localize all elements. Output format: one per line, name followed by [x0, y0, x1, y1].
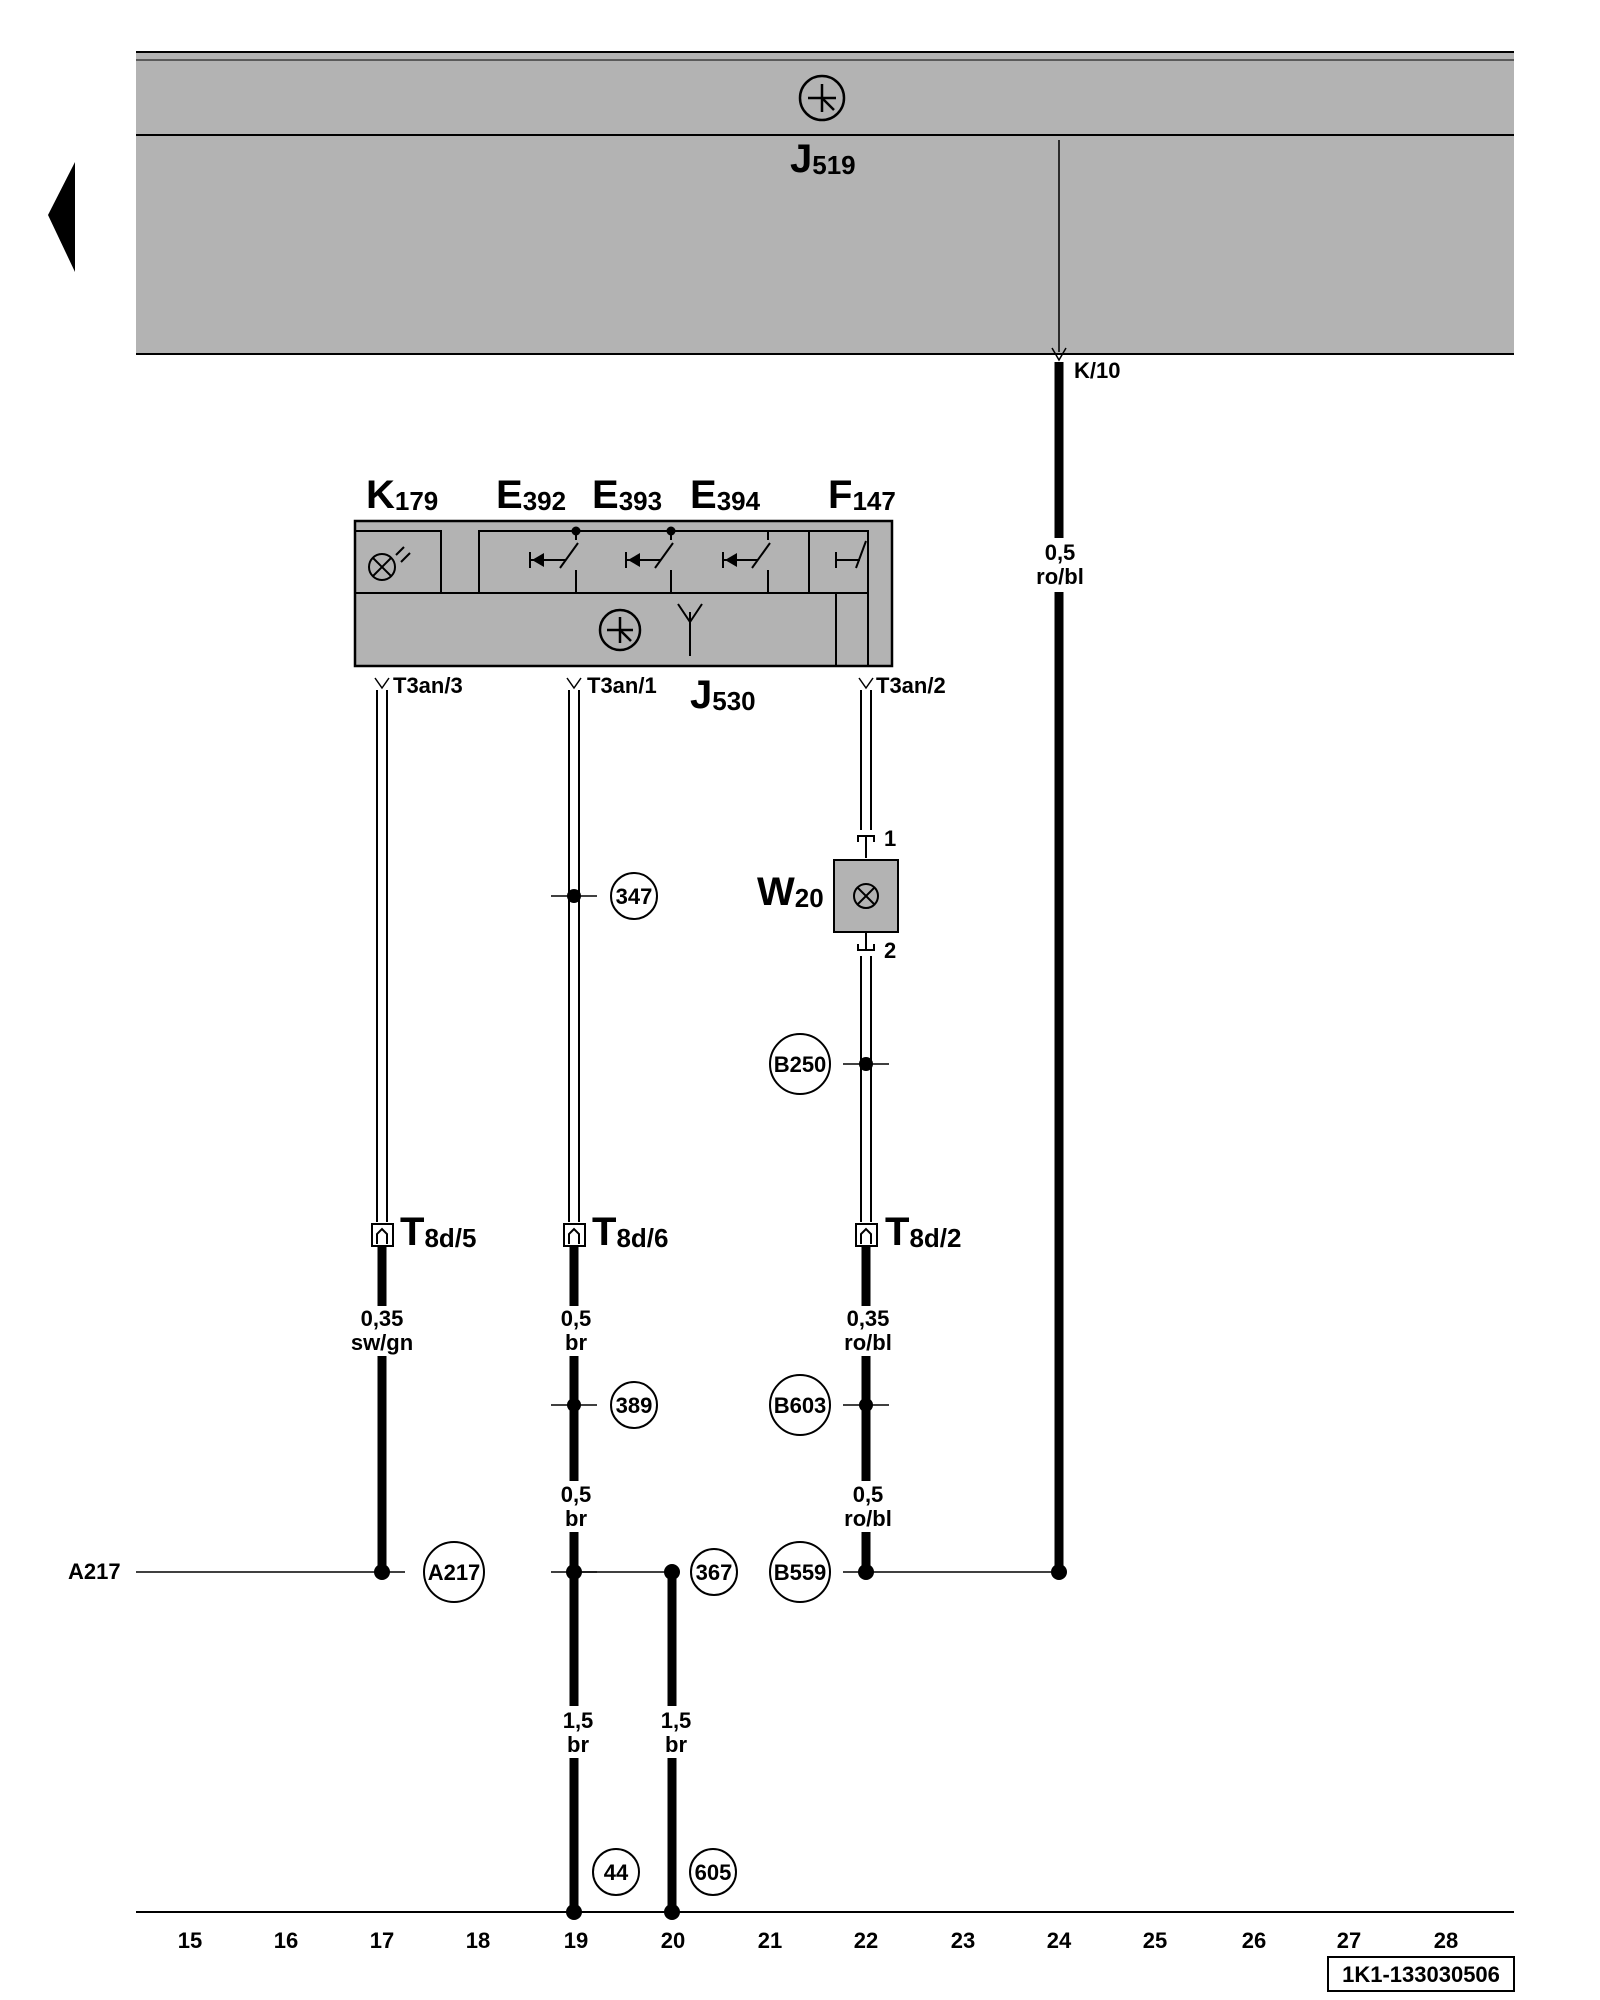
- column-number: 15: [178, 1928, 202, 1953]
- control-unit-icon: [798, 74, 846, 122]
- column-number: 17: [370, 1928, 394, 1953]
- column-number: 18: [466, 1928, 490, 1953]
- wire-size-col24: 0,5: [1045, 540, 1076, 565]
- ref-347[interactable]: 347: [610, 872, 658, 920]
- svg-text:389: 389: [616, 1393, 653, 1418]
- wire-size-col17: 0,35: [361, 1306, 404, 1331]
- wire-col17: [374, 677, 390, 1580]
- connector-t8d6: [563, 1223, 586, 1247]
- w20-pin2: 2: [884, 938, 896, 963]
- lamp-icon: [853, 883, 879, 909]
- diagram-id: 1K1-133030506: [1327, 1956, 1515, 1992]
- ref-B559[interactable]: B559: [769, 1541, 831, 1603]
- connector-t8d5-label: T8d/5: [400, 1210, 476, 1254]
- ref-389[interactable]: 389: [610, 1381, 658, 1429]
- pin-t3an3: T3an/3: [393, 673, 463, 698]
- wire-color-col24: ro/bl: [1036, 564, 1084, 589]
- wire-color-col22a: ro/bl: [844, 1330, 892, 1355]
- column-number: 21: [758, 1928, 782, 1953]
- control-unit-j519: J519: [136, 51, 1514, 355]
- column-number: 24: [1047, 1928, 1072, 1953]
- j530-label: J530: [690, 673, 756, 717]
- ref-B250[interactable]: B250: [769, 1033, 831, 1095]
- svg-text:B250: B250: [774, 1052, 827, 1077]
- column-number: 28: [1434, 1928, 1458, 1953]
- column-number: 22: [854, 1928, 878, 1953]
- column-number: 20: [661, 1928, 685, 1953]
- connector-t8d5: [371, 1223, 394, 1247]
- j519-label: J519: [790, 137, 856, 181]
- ref-A217[interactable]: A217: [423, 1541, 485, 1603]
- switch-icon: [835, 540, 869, 666]
- column-number: 26: [1242, 1928, 1266, 1953]
- k179-label: K179: [366, 473, 438, 517]
- column-number: 23: [951, 1928, 975, 1953]
- wire-size-col19a: 0,5: [561, 1306, 592, 1331]
- ref-367[interactable]: 367: [690, 1548, 738, 1596]
- wire-size-col22b: 0,5: [853, 1482, 884, 1507]
- f147-label: F147: [828, 473, 896, 517]
- wire-color-col17: sw/gn: [351, 1330, 413, 1355]
- wire-color-col20: br: [665, 1732, 687, 1757]
- svg-text:1K1-133030506: 1K1-133030506: [1342, 1962, 1500, 1987]
- svg-text:605: 605: [695, 1860, 732, 1885]
- pin-t3an2: T3an/2: [876, 673, 946, 698]
- e393-label: E393: [592, 473, 662, 517]
- pin-t3an1: T3an/1: [587, 673, 657, 698]
- ref-44[interactable]: 44: [592, 1848, 640, 1896]
- switch-icon: [625, 531, 674, 593]
- wire-color-col22b: ro/bl: [844, 1506, 892, 1531]
- nav-left-arrow-icon[interactable]: [48, 162, 75, 272]
- left-label-a217: A217: [68, 1559, 121, 1584]
- w20-pin1: 1: [884, 826, 896, 851]
- wire-size-col19c: 1,5: [563, 1708, 594, 1733]
- e394-label: E394: [690, 473, 761, 517]
- switch-icon: [529, 531, 579, 593]
- wire-col19: [551, 677, 597, 1920]
- ref-605[interactable]: 605: [689, 1848, 737, 1896]
- svg-text:B559: B559: [774, 1560, 827, 1585]
- wire-color-col19b: br: [565, 1506, 587, 1531]
- wire-size-col19b: 0,5: [561, 1482, 592, 1507]
- svg-text:A217: A217: [428, 1560, 481, 1585]
- ref-B603[interactable]: B603: [769, 1374, 831, 1436]
- connector-t8d6-label: T8d/6: [592, 1210, 668, 1254]
- w20-lamp: [833, 859, 899, 933]
- pin-k10: K/10: [1074, 358, 1120, 383]
- e392-label: E392: [496, 473, 566, 517]
- svg-text:347: 347: [616, 884, 653, 909]
- svg-text:44: 44: [604, 1860, 629, 1885]
- wire-col22: [843, 677, 1059, 1580]
- svg-text:B603: B603: [774, 1393, 827, 1418]
- connector-t8d2-label: T8d/2: [885, 1210, 961, 1254]
- control-unit-j530: [353, 519, 894, 668]
- connector-t8d2: [855, 1223, 878, 1247]
- column-number: 27: [1337, 1928, 1361, 1953]
- lamp-icon: [368, 546, 411, 581]
- column-number: 19: [564, 1928, 588, 1953]
- wire-color-col19a: br: [565, 1330, 587, 1355]
- control-unit-icon: [598, 608, 642, 652]
- wire-size-col20: 1,5: [661, 1708, 692, 1733]
- w20-label: W20: [757, 870, 824, 914]
- antenna-icon: [677, 603, 703, 656]
- switch-icon: [722, 531, 771, 593]
- svg-text:367: 367: [696, 1560, 733, 1585]
- column-number: 16: [274, 1928, 298, 1953]
- wire-color-col19c: br: [567, 1732, 589, 1757]
- column-number: 25: [1143, 1928, 1167, 1953]
- wire-col24: [1051, 140, 1067, 1580]
- column-numbers: 15 16 17 18 19 20 21 22 23 24 25 26 27 2…: [178, 1928, 1458, 1953]
- wire-size-col22a: 0,35: [847, 1306, 890, 1331]
